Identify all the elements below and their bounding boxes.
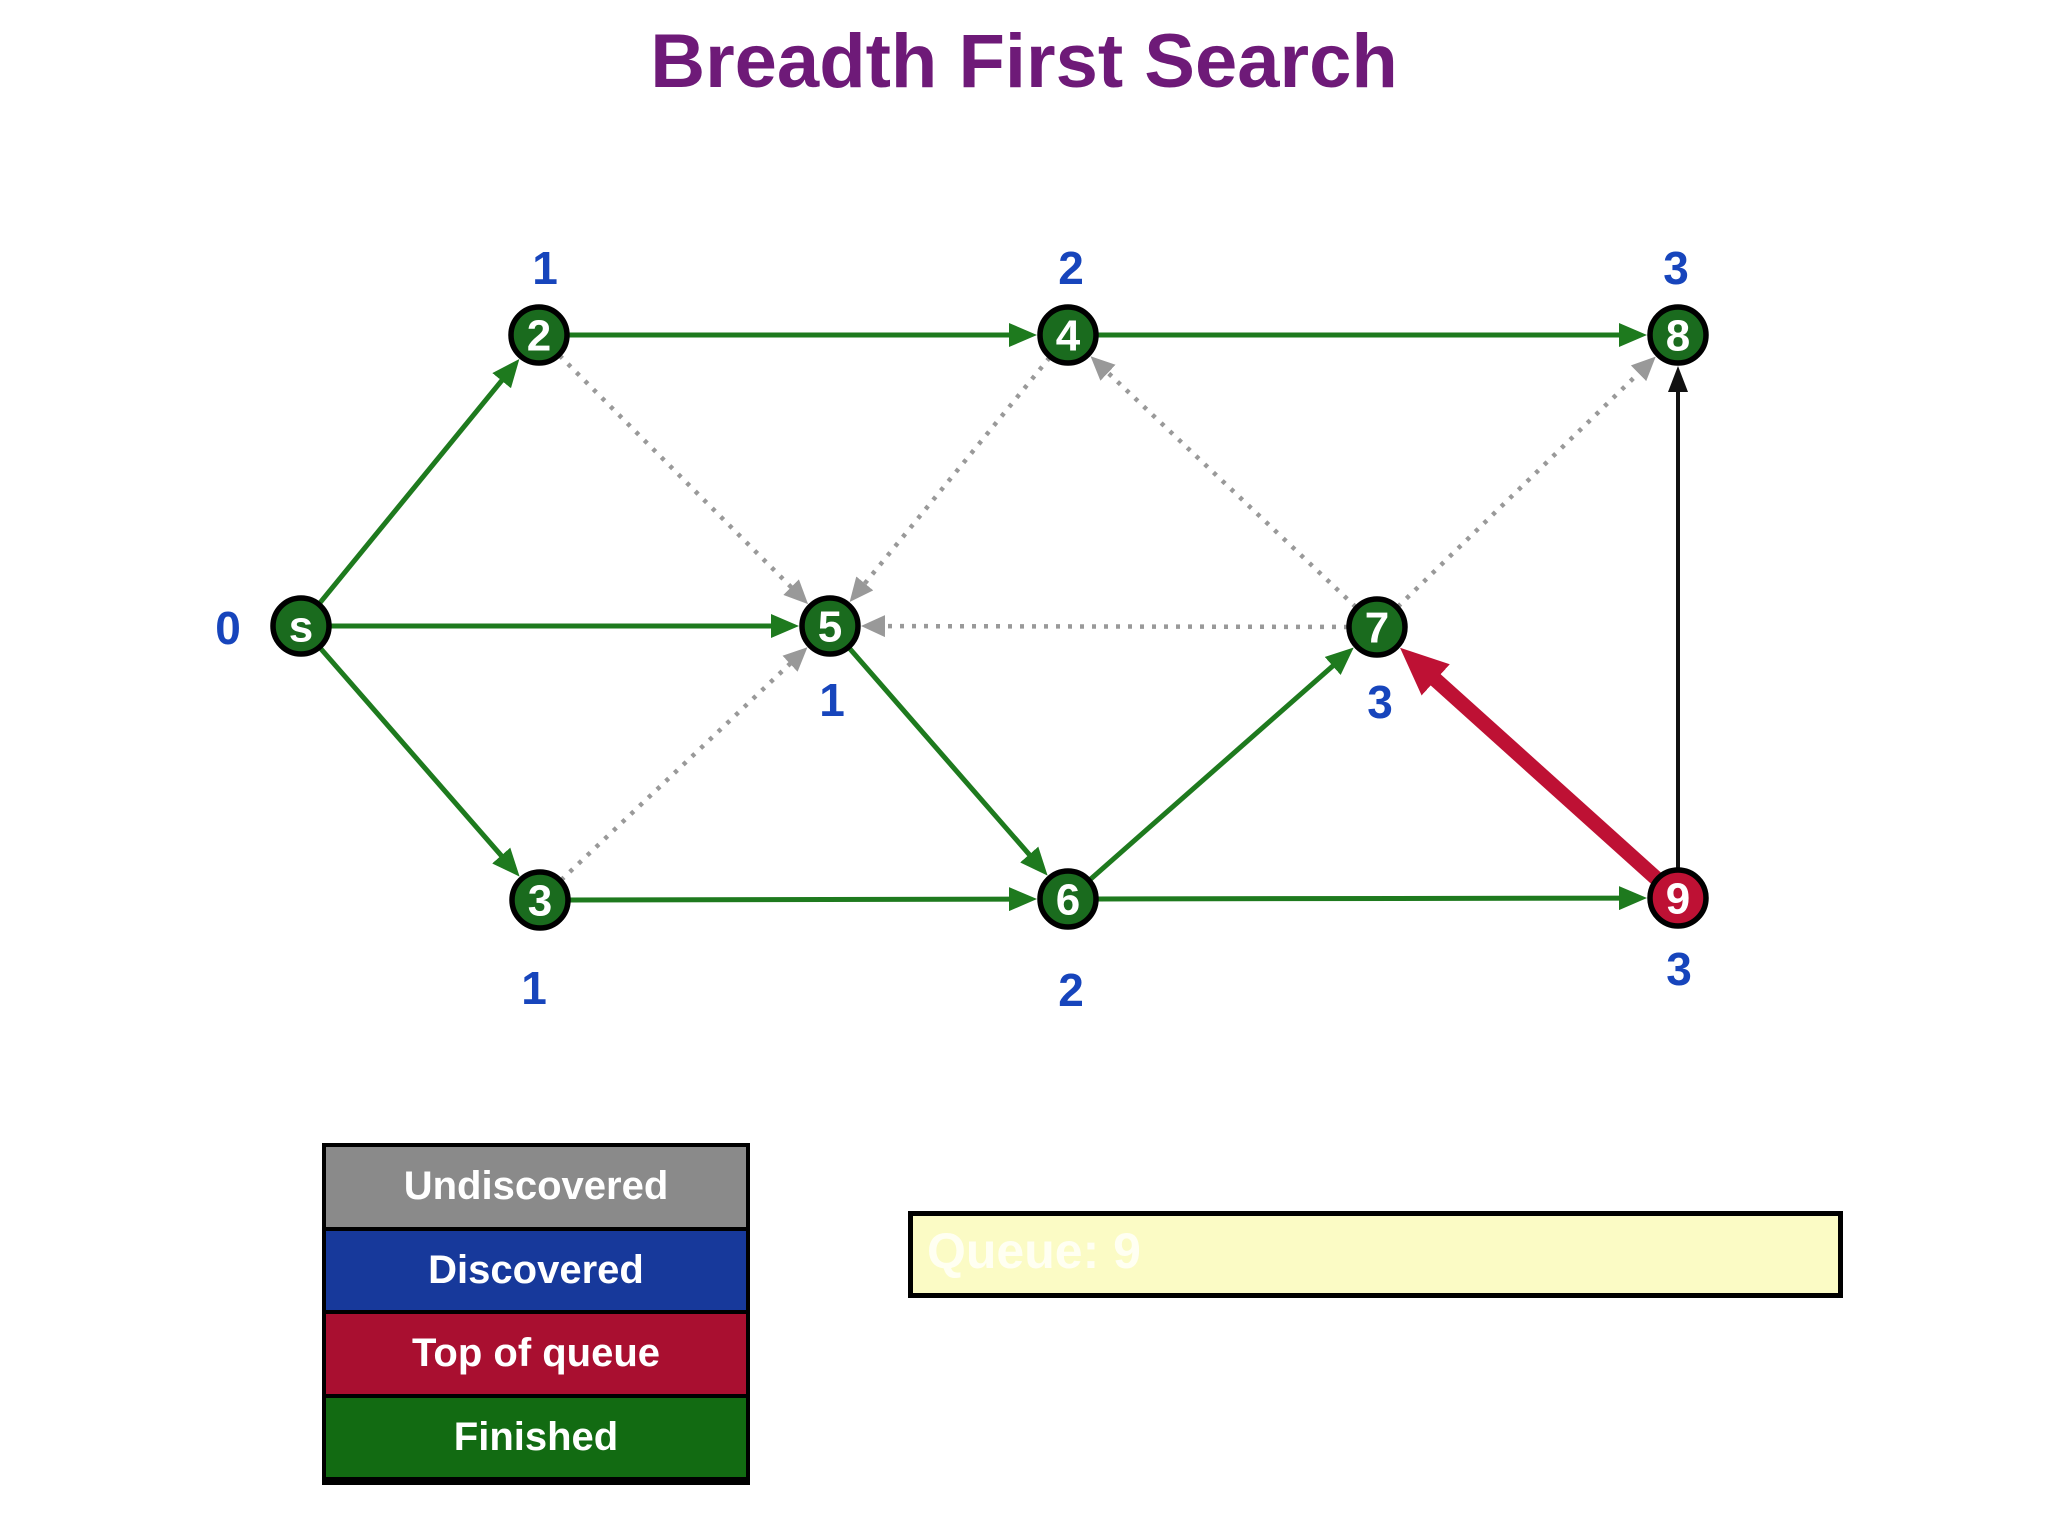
edge-7-4: [1090, 356, 1358, 609]
edge-3-5: [559, 647, 808, 882]
node-9: 93: [1647, 867, 1709, 995]
node-label-7: 7: [1365, 604, 1389, 653]
distance-label-2: 1: [532, 242, 558, 294]
legend-item-undiscovered: Undiscovered: [326, 1147, 746, 1227]
node-3: 31: [509, 869, 571, 1014]
legend-item-discovered: Discovered: [326, 1226, 746, 1310]
edge-6-7: [1088, 647, 1354, 882]
legend-item-label: Top of queue: [411, 1331, 661, 1375]
edge-s-2: [317, 358, 520, 606]
edge-7-8: [1396, 356, 1656, 609]
queue-box: Queue: 9: [908, 1211, 1843, 1298]
distance-label-s: 0: [215, 602, 241, 654]
node-5: 51: [799, 595, 861, 726]
node-circle-5: [799, 595, 861, 657]
legend-item-label: Discovered: [428, 1247, 644, 1292]
queue-text: Queue: 9: [927, 1223, 1141, 1279]
distance-label-4: 2: [1058, 242, 1084, 294]
node-s: s0: [215, 595, 332, 657]
node-circle-3: [509, 869, 571, 931]
node-circle-4: [1037, 304, 1099, 366]
edge-s-3: [318, 646, 520, 877]
node-label-2: 2: [527, 312, 551, 361]
node-circle-6: [1037, 868, 1099, 930]
node-label-s: s: [289, 603, 313, 652]
distance-label-8: 3: [1663, 242, 1689, 294]
node-7: 73: [1346, 596, 1408, 728]
node-label-8: 8: [1666, 312, 1690, 361]
distance-label-7: 3: [1367, 676, 1393, 728]
node-label-4: 4: [1056, 312, 1081, 361]
edge-9-7: [1400, 647, 1662, 885]
node-2: 21: [508, 242, 570, 366]
edge-4-5: [849, 356, 1052, 603]
node-label-5: 5: [818, 603, 842, 652]
edge-3-6: [568, 887, 1038, 912]
node-8: 83: [1647, 242, 1709, 366]
distance-label-5: 1: [819, 674, 845, 726]
legend-item-finished: Finished: [326, 1393, 746, 1477]
node-circle-s: [270, 595, 332, 657]
distance-label-3: 1: [521, 962, 547, 1014]
node-circle-2: [508, 304, 570, 366]
node-label-9: 9: [1666, 875, 1690, 924]
edge-5-6: [847, 646, 1048, 876]
node-label-3: 3: [528, 877, 552, 926]
edge-7-5: [860, 615, 1349, 638]
distance-label-9: 3: [1666, 943, 1692, 995]
node-circle-9: [1647, 867, 1709, 929]
node-circle-8: [1647, 304, 1709, 366]
legend-item-top-of-queue: Top of queue: [326, 1310, 746, 1394]
legend-item-label: Undiscovered: [403, 1164, 669, 1208]
legend-item-label: Finished: [453, 1414, 619, 1459]
page-title: Breadth First Search: [650, 19, 1398, 104]
node-6: 62: [1037, 868, 1099, 1016]
node-label-6: 6: [1056, 876, 1080, 925]
distance-label-6: 2: [1058, 964, 1084, 1016]
node-4: 42: [1037, 242, 1099, 366]
edge-6-9: [1096, 886, 1648, 911]
node-circle-7: [1346, 596, 1408, 658]
edge-2-5: [557, 353, 809, 605]
